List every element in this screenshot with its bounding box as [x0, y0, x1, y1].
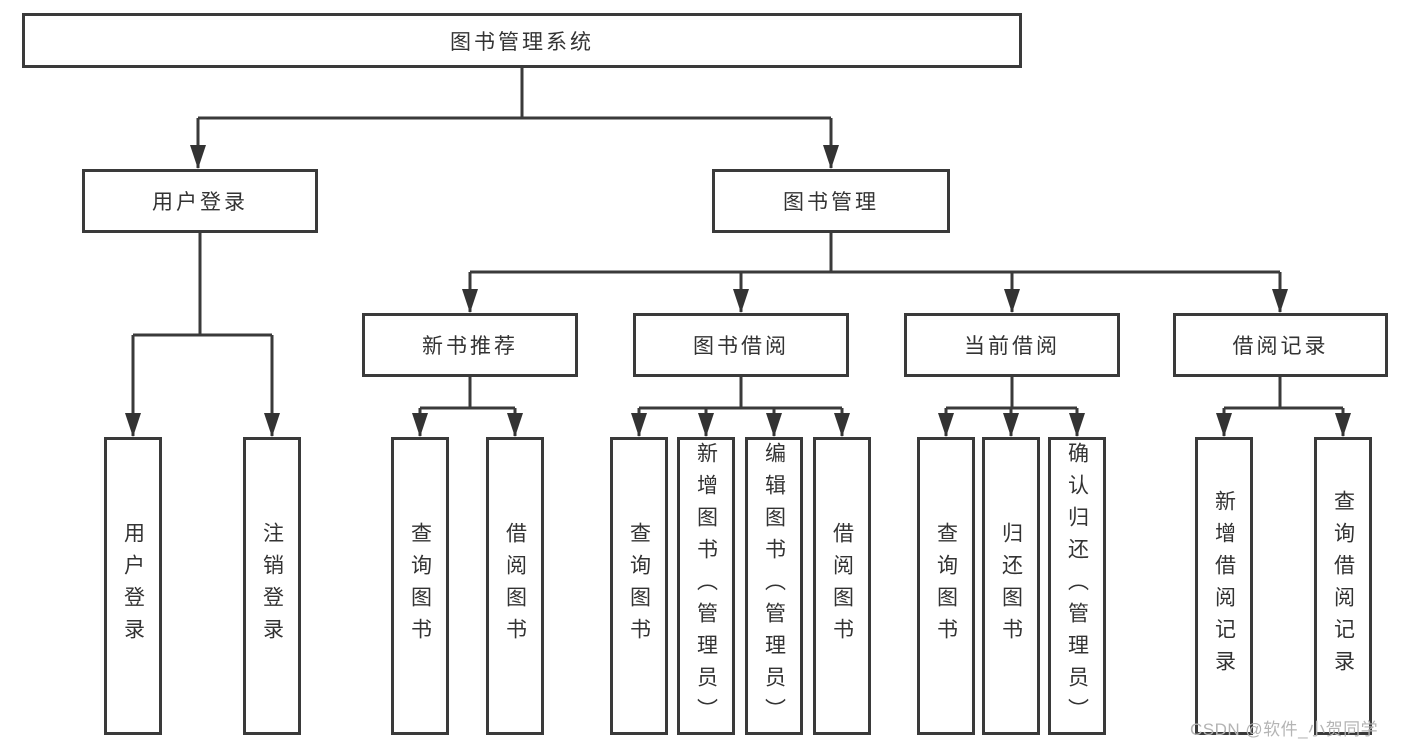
leaf-query-borrow-record: 查询借阅记录 [1314, 437, 1372, 735]
leaf-label: 借阅图书 [503, 522, 527, 650]
node-current-borrowing: 当前借阅 [904, 313, 1120, 377]
node-root-system: 图书管理系统 [22, 13, 1022, 68]
leaf-add-borrow-record: 新增借阅记录 [1195, 437, 1253, 735]
node-book-borrowing: 图书借阅 [633, 313, 849, 377]
leaf-query-books-2: 查询图书 [610, 437, 668, 735]
leaf-label: 查询图书 [934, 522, 958, 650]
leaf-return-books: 归还图书 [982, 437, 1040, 735]
leaf-label: 新增图书（管理员） [694, 442, 718, 730]
leaf-logout: 注销登录 [243, 437, 301, 735]
leaf-label: 注销登录 [260, 522, 284, 650]
node-new-book-recommendation: 新书推荐 [362, 313, 578, 377]
node-user-login-branch: 用户登录 [82, 169, 318, 233]
csdn-watermark: CSDN @软件_小贺同学 [1190, 720, 1379, 739]
leaf-user-login: 用户登录 [104, 437, 162, 735]
leaf-label: 归还图书 [999, 522, 1023, 650]
leaf-label: 查询借阅记录 [1331, 490, 1355, 682]
leaf-confirm-return-admin: 确认归还（管理员） [1048, 437, 1106, 735]
leaf-query-books-3: 查询图书 [917, 437, 975, 735]
leaf-label: 借阅图书 [830, 522, 854, 650]
node-book-management-branch: 图书管理 [712, 169, 950, 233]
leaf-borrow-books-2: 借阅图书 [813, 437, 871, 735]
leaf-borrow-books-1: 借阅图书 [486, 437, 544, 735]
leaf-label: 查询图书 [627, 522, 651, 650]
leaf-label: 确认归还（管理员） [1065, 442, 1089, 730]
leaf-label: 查询图书 [408, 522, 432, 650]
leaf-query-books-1: 查询图书 [391, 437, 449, 735]
leaf-edit-books-admin: 编辑图书（管理员） [745, 437, 803, 735]
leaf-label: 用户登录 [121, 522, 145, 650]
leaf-label: 编辑图书（管理员） [762, 442, 786, 730]
leaf-add-books-admin: 新增图书（管理员） [677, 437, 735, 735]
leaf-label: 新增借阅记录 [1212, 490, 1236, 682]
node-borrowing-records: 借阅记录 [1173, 313, 1388, 377]
